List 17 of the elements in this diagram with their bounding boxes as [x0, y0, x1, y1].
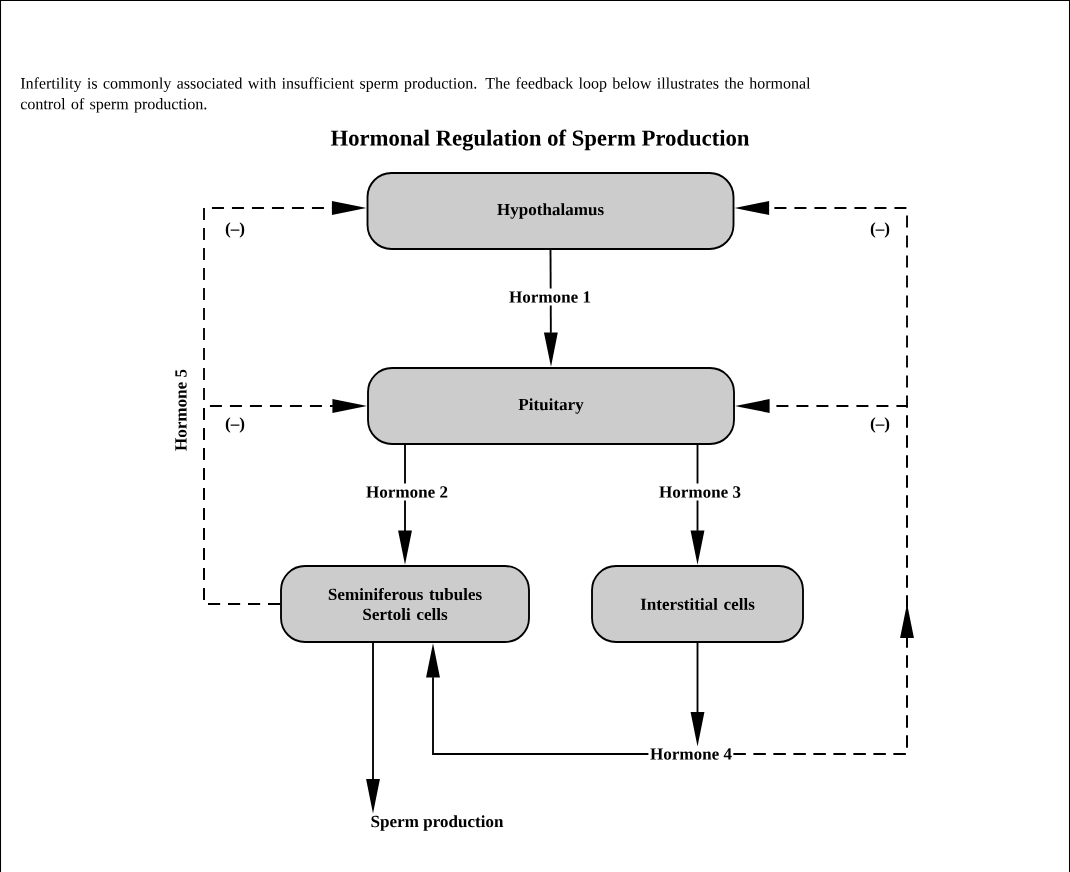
edge-label: (–)	[222, 414, 248, 436]
intro-text: Infertility is commonly associated with insufficient sperm production. The feedback loop below illustrates the hormonal control of sperm production.	[20, 77, 811, 113]
process-box: Seminiferous tubules Sertoli cells	[280, 565, 530, 643]
node-text: Hormone 4	[650, 748, 732, 760]
diagram-title: Hormonal Regulation of Sperm Production	[330, 129, 750, 151]
edge-label: Hormone 1	[506, 288, 594, 306]
process-box: Interstitial cells	[591, 565, 804, 643]
edge-label: (–)	[222, 219, 248, 241]
edge-label: (–)	[867, 219, 893, 241]
hormone-label: Hormone 5	[175, 369, 187, 451]
edge-label: Hormone 3	[656, 483, 744, 501]
edge-label: (–)	[867, 414, 893, 436]
process-box: Pituitary	[367, 367, 735, 445]
arrow	[732, 201, 908, 755]
process-box: Hypothalamus	[366, 172, 735, 250]
node-text: Sperm production	[371, 815, 504, 831]
edge-label: Hormone 2	[363, 483, 451, 501]
